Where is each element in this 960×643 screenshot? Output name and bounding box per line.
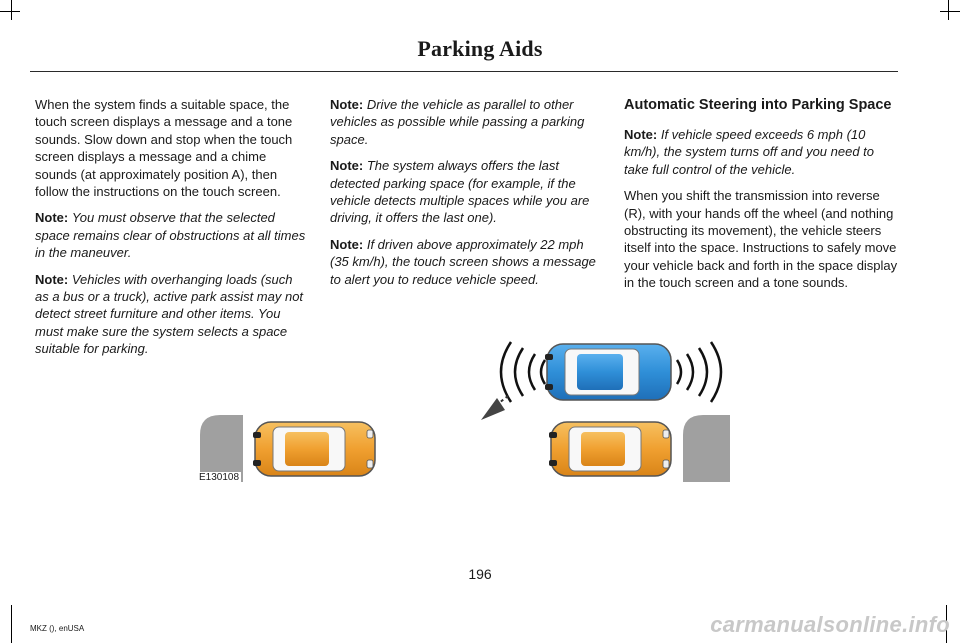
header-rule — [30, 71, 898, 72]
note-1: Note: You must observe that the selected… — [35, 209, 307, 261]
footer-model-code: MKZ (), enUSA — [30, 624, 85, 633]
note-label: Note: — [330, 158, 364, 174]
note-label: Note: — [624, 127, 658, 142]
orange-car-left — [253, 421, 376, 477]
blue-car — [545, 343, 672, 401]
note-text: Vehicles with overhanging loads (such as… — [35, 271, 304, 357]
reverse-arrow-icon — [481, 395, 509, 420]
note-label: Note: — [35, 271, 69, 287]
crop-mark-tr-v — [948, 0, 949, 20]
figure-code: E130108 — [197, 472, 242, 484]
note-text: The system always offers the last detect… — [330, 158, 590, 226]
note-text: You must observe that the selected space… — [35, 210, 306, 261]
note-label: Note: — [330, 97, 364, 112]
watermark: carmanualsonline.info — [710, 612, 950, 637]
body-paragraph: When you shift the transmission into rev… — [624, 188, 898, 291]
note-label: Note: — [330, 236, 364, 252]
page-number: 196 — [468, 566, 492, 582]
crop-mark-tr-h — [940, 11, 960, 12]
curb-left — [200, 415, 243, 482]
column-3: Automatic Steering into Parking Space No… — [624, 96, 898, 301]
note-2: Note: Vehicles with overhanging loads (s… — [35, 271, 307, 358]
orange-car-right — [549, 421, 672, 477]
note-text: Drive the vehicle as parallel to other v… — [330, 97, 585, 147]
crop-mark-br-v — [946, 605, 947, 643]
section-heading: Automatic Steering into Parking Space — [624, 97, 892, 113]
note-label: Note: — [35, 210, 69, 226]
note: Note: If vehicle speed exceeds 6 mph (10… — [624, 126, 898, 178]
note-1: Note: Drive the vehicle as parallel to o… — [330, 96, 602, 148]
column-1: When the system finds a suitable space, … — [35, 96, 307, 367]
note-text: If vehicle speed exceeds 6 mph (10 km/h)… — [624, 127, 875, 177]
note-text: If driven above approximately 22 mph (35… — [330, 236, 596, 287]
parking-illustration — [200, 341, 730, 482]
curb-right — [683, 415, 730, 482]
crop-mark-tl-h — [0, 11, 20, 12]
crop-mark-bl-v — [11, 605, 12, 643]
sensor-waves-left — [499, 341, 547, 403]
column-2: Note: Drive the vehicle as parallel to o… — [330, 96, 602, 297]
crop-mark-tl-v — [11, 0, 12, 20]
note-2: Note: The system always offers the last … — [330, 157, 602, 227]
intro-paragraph: When the system finds a suitable space, … — [35, 97, 293, 200]
note-3: Note: If driven above approximately 22 m… — [330, 236, 602, 288]
sensor-waves-right — [675, 341, 723, 403]
page-title: Parking Aids — [417, 36, 543, 61]
